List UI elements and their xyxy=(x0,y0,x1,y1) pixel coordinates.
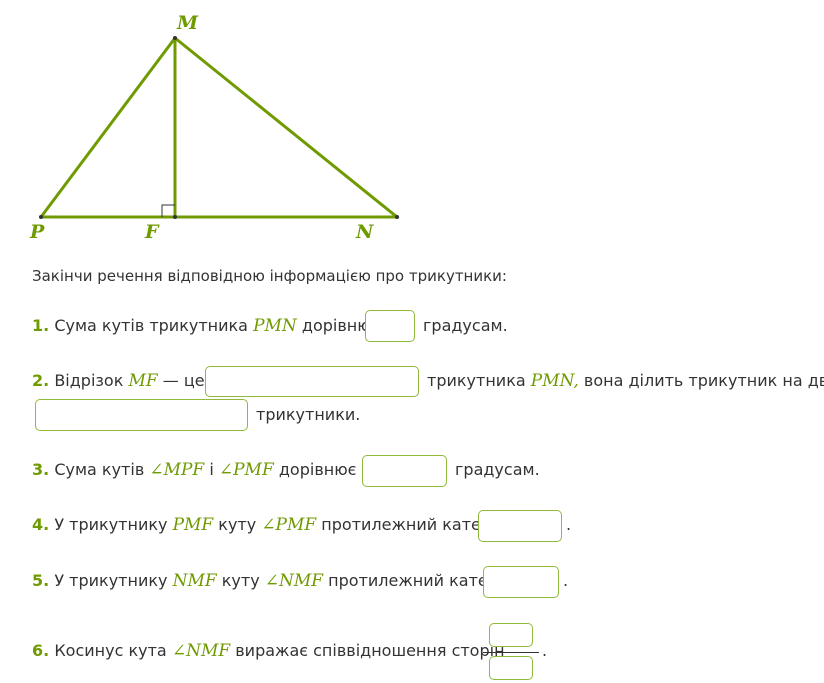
dot-p xyxy=(39,215,43,219)
item-number: 3. xyxy=(32,460,50,479)
label-p: P xyxy=(29,221,45,243)
triangle-figure: M P F N xyxy=(29,12,399,243)
math-angle-nmf: ∠NMF xyxy=(264,571,324,591)
item-text: . xyxy=(542,641,548,660)
fraction-denominator-input[interactable] xyxy=(489,656,533,680)
item-5-text: 5. У трикутнику NMF куту ∠NMF протилежни… xyxy=(32,571,497,591)
item-6-text: 6. Косинус кута ∠NMF виражає співвідноше… xyxy=(32,641,505,661)
item-text: Відрізок xyxy=(54,371,124,390)
item-text: градусам. xyxy=(423,316,508,335)
label-f: F xyxy=(144,221,160,243)
math-pmf: PMF xyxy=(172,515,214,535)
item-text: куту xyxy=(218,515,257,534)
item-number: 5. xyxy=(32,571,50,590)
math-angle-nmf: ∠NMF xyxy=(171,641,231,661)
item-3-text: 3. Сума кутів ∠MPF і ∠PMF дорівнює xyxy=(32,460,356,480)
item-number: 1. xyxy=(32,316,50,335)
item-4-text: 4. У трикутнику PMF куту ∠PMF протилежни… xyxy=(32,515,490,535)
item-number: 6. xyxy=(32,641,50,660)
triangle-lines xyxy=(39,36,398,219)
right-angle-mark xyxy=(161,204,175,217)
item-text: Сума кутів трикутника xyxy=(54,316,248,335)
fraction-bar xyxy=(483,652,539,653)
item-text: — це xyxy=(162,371,205,390)
item-text: дорівнює xyxy=(278,460,357,479)
item-text: У трикутнику xyxy=(54,571,168,590)
side-mn xyxy=(174,36,398,219)
item-text: протилежний катет xyxy=(321,515,491,534)
label-n: N xyxy=(355,221,374,243)
item-text: виражає співвідношення сторін xyxy=(235,641,505,660)
math-angle-pmf: ∠PMF xyxy=(261,515,317,535)
item-number: 4. xyxy=(32,515,50,534)
label-m: M xyxy=(176,12,199,34)
math-pmn: PMN xyxy=(253,316,297,336)
item-text: трикутники. xyxy=(256,405,361,424)
answer-input-5[interactable] xyxy=(483,566,559,598)
item-text: Сума кутів xyxy=(54,460,145,479)
item-2-text-b: трикутника PMN, вона ділить трикутник на… xyxy=(427,371,824,391)
dot-f xyxy=(173,215,177,219)
fraction-numerator-input[interactable] xyxy=(489,623,533,647)
item-text: . xyxy=(566,515,572,534)
item-1-text: 1. Сума кутів трикутника PMN дорівнює xyxy=(32,316,380,336)
answer-input-1[interactable] xyxy=(365,310,415,342)
math-pmn: PMN, xyxy=(530,371,579,391)
item-text: протилежний катет xyxy=(328,571,498,590)
answer-input-2a[interactable] xyxy=(205,366,419,397)
item-text: У трикутнику xyxy=(54,515,168,534)
item-text: дорівнює xyxy=(301,316,380,335)
math-nmf: NMF xyxy=(172,571,217,591)
dot-n xyxy=(395,215,399,219)
math-angle-mpf: ∠MPF xyxy=(149,460,205,480)
answer-input-2b[interactable] xyxy=(35,399,248,431)
item-text: Косинус кута xyxy=(54,641,167,660)
item-text: трикутника xyxy=(427,371,526,390)
item-number: 2. xyxy=(32,371,50,390)
item-text: вона ділить трикутник на два xyxy=(583,371,824,390)
item-text: і xyxy=(209,460,214,479)
dot-m xyxy=(173,36,177,40)
item-text: куту xyxy=(221,571,260,590)
math-mf: MF xyxy=(128,371,158,391)
answer-input-3[interactable] xyxy=(362,455,447,487)
instruction-text: Закінчи речення відповідною інформацією … xyxy=(32,267,507,285)
item-text: градусам. xyxy=(455,460,540,479)
item-2-text: 2. Відрізок MF — це xyxy=(32,371,205,391)
vertex-dots xyxy=(39,36,399,219)
side-pm xyxy=(39,37,177,218)
answer-input-4[interactable] xyxy=(478,510,562,542)
item-text: . xyxy=(563,571,569,590)
math-angle-pmf: ∠PMF xyxy=(218,460,274,480)
